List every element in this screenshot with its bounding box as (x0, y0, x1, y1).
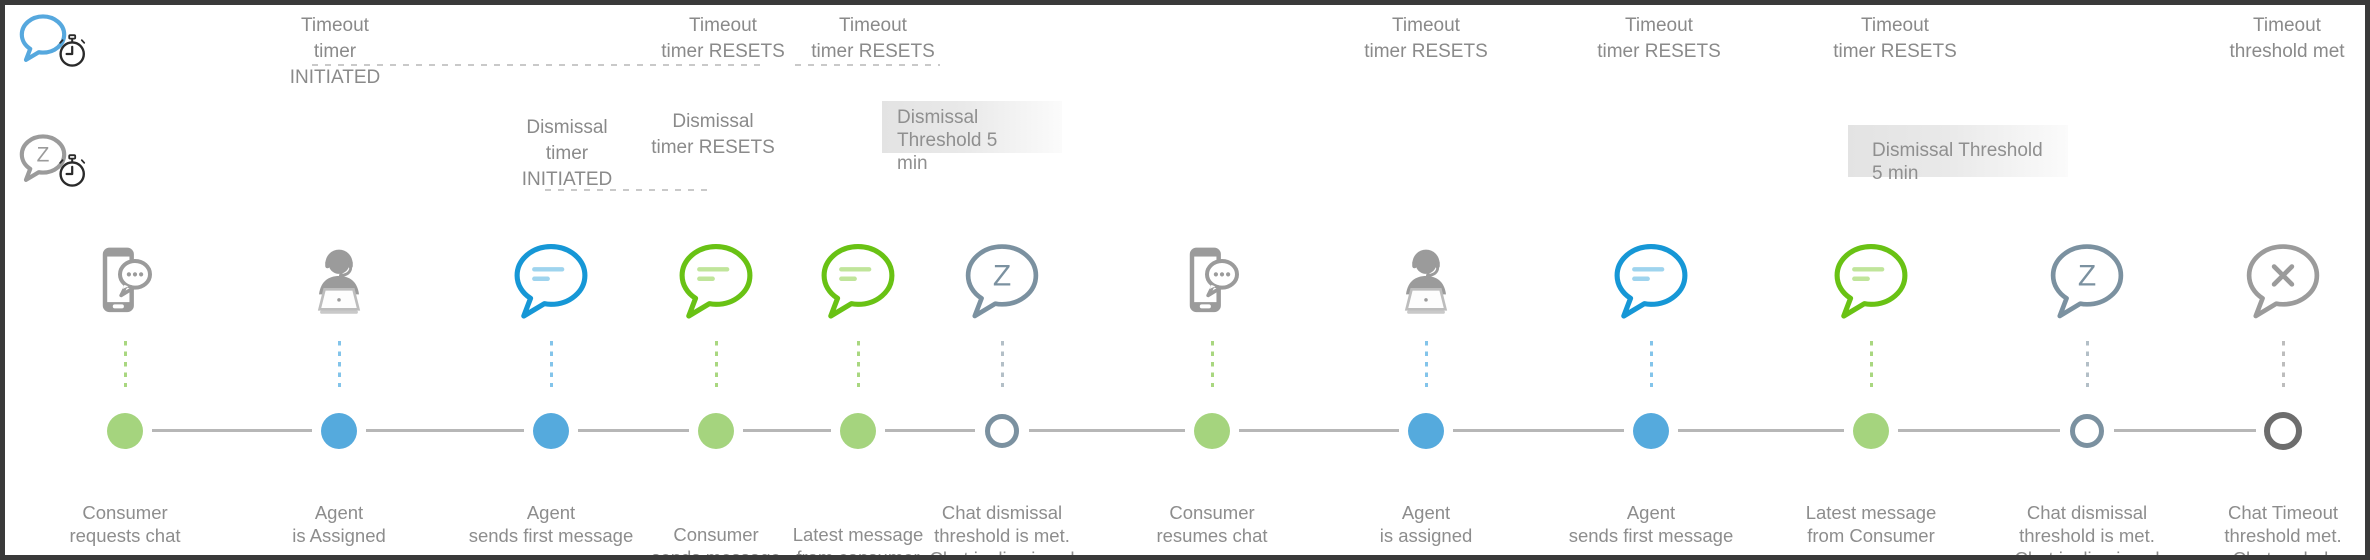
timeline-ring-marker (2264, 412, 2302, 450)
timeline-dot-marker (698, 413, 734, 449)
stopwatch-icon (55, 33, 89, 74)
timeline-connector-line (1453, 429, 1624, 432)
timeline-dot-marker (1194, 413, 1230, 449)
stopwatch-icon (55, 153, 89, 194)
event-dashed-connector (123, 341, 127, 387)
svg-text:Z: Z (2078, 259, 2096, 292)
svg-text:Z: Z (993, 259, 1011, 292)
chat-bubble-icon (17, 13, 69, 63)
event-dashed-connector (1424, 341, 1428, 387)
chat-bubble-icon: Z (17, 133, 69, 183)
timeline-connector-line (578, 429, 689, 432)
dismissal-timer-legend-icon: Z (17, 133, 97, 195)
svg-text:Z: Z (37, 143, 50, 166)
timeline-ring-marker (985, 414, 1019, 448)
event-dashed-connector (337, 341, 341, 387)
timeline-connector-line (1898, 429, 2060, 432)
timeline-connector-line (2114, 429, 2256, 432)
event-dashed-connector (856, 341, 860, 387)
phone-chat-icon (1172, 241, 1252, 321)
timeout-timer-legend-icon (17, 13, 97, 75)
timeline-dot-marker (107, 413, 143, 449)
event-dashed-connector (1210, 341, 1214, 387)
chat-bubble-green-icon (676, 241, 756, 321)
timeline-dot-marker (1408, 413, 1444, 449)
chat-bubble-green-icon (1831, 241, 1911, 321)
timer-dashed-line (312, 64, 762, 66)
timeline-connector-line (152, 429, 312, 432)
event-dashed-connector (1869, 341, 1873, 387)
timeline-ring-marker (2070, 414, 2104, 448)
timeline-dot-marker (1633, 413, 1669, 449)
close-bubble-icon (2243, 241, 2323, 321)
timeline-dot-marker (533, 413, 569, 449)
sleep-bubble-icon: Z (2047, 241, 2127, 321)
phone-chat-icon (85, 241, 165, 321)
event-dashed-connector (1000, 341, 1004, 387)
event-dashed-connector (1649, 341, 1653, 387)
timeline-connector-line (1239, 429, 1399, 432)
event-dashed-connector (714, 341, 718, 387)
timeline-dot-marker (1853, 413, 1889, 449)
event-dashed-connector (2085, 341, 2089, 387)
timeline-connector-line (1029, 429, 1185, 432)
sleep-bubble-icon: Z (962, 241, 1042, 321)
timer-dashed-line (795, 64, 940, 66)
event-dashed-connector (2281, 341, 2285, 387)
chat-bubble-blue-icon (1611, 241, 1691, 321)
timeline-connector-line (885, 429, 975, 432)
agent-headset-icon (299, 241, 379, 321)
timer-dashed-line (545, 189, 712, 191)
event-dashed-connector (549, 341, 553, 387)
agent-headset-icon (1386, 241, 1466, 321)
timeline-dot-marker (840, 413, 876, 449)
dismissal-threshold-box-2: Dismissal Threshold 5 min (1848, 125, 2068, 184)
timeline-connector-line (743, 429, 831, 432)
chat-bubble-green-icon (818, 241, 898, 321)
timeline-dot-marker (321, 413, 357, 449)
timeline-connector-line (1678, 429, 1844, 432)
timeline-connector-line (366, 429, 524, 432)
chat-bubble-blue-icon (511, 241, 591, 321)
